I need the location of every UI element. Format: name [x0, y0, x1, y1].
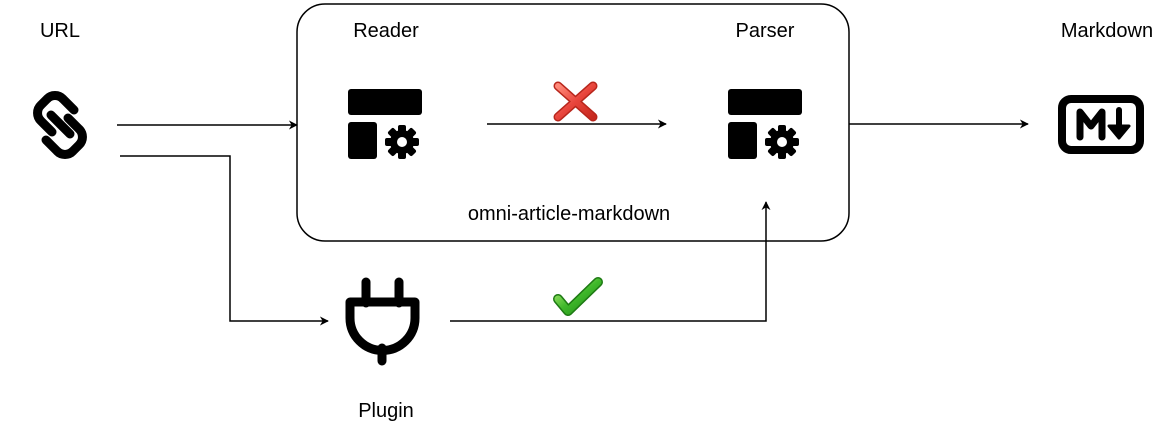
reader-label: Reader	[353, 20, 419, 42]
url-label: URL	[40, 20, 80, 42]
edge-plugin-to-parser	[450, 201, 771, 322]
group-label: omni-article-markdown	[468, 203, 670, 225]
check-icon	[553, 277, 603, 316]
link-icon	[33, 91, 87, 159]
cross-icon	[553, 81, 598, 122]
markdown-icon	[1058, 95, 1144, 154]
parser-layout-gear-icon	[728, 89, 802, 159]
plugin-label: Plugin	[358, 400, 414, 422]
reader-layout-gear-icon	[348, 89, 422, 159]
parser-label: Parser	[736, 20, 795, 42]
markdown-label: Markdown	[1061, 20, 1153, 42]
edge-url-to-plugin	[120, 155, 329, 326]
plug-icon	[345, 277, 420, 366]
